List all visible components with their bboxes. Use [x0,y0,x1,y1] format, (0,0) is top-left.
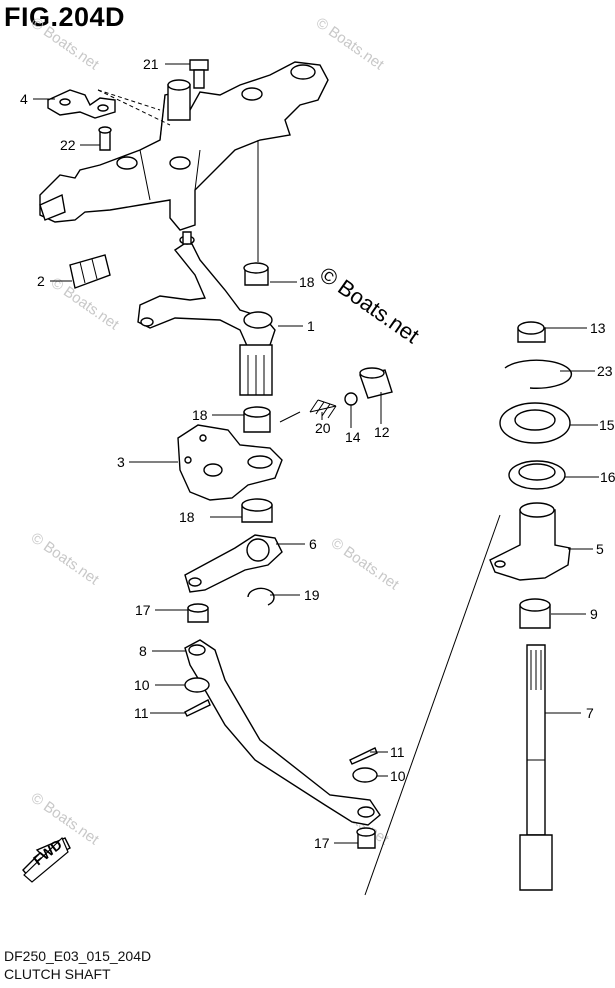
spring-20 [309,399,337,419]
callout-11-lower: 11 [390,744,405,760]
cotter-pin-11-lower [349,747,378,765]
callout-21: 21 [143,56,159,72]
washer-17-lower [356,827,376,849]
callout-3: 3 [117,454,125,470]
washer-10-upper [184,677,210,693]
callout-17-upper: 17 [135,602,151,618]
callout-6: 6 [309,536,317,552]
callout-4: 4 [20,91,28,107]
upper-bracket [39,61,329,231]
clutch-arm-1 [137,231,276,396]
bolt-21 [189,59,209,89]
callout-12: 12 [374,424,390,440]
callout-23: 23 [597,363,613,379]
seal-16 [508,460,566,490]
washer-17-upper [187,603,209,623]
watermark-5: © Boats.net [328,534,403,593]
spring-guide [279,411,301,423]
callout-18-mid: 18 [192,407,208,423]
callout-1: 1 [307,318,315,334]
clamp-4 [47,89,116,119]
callout-8: 8 [139,643,147,659]
callout-10-lower: 10 [390,768,406,784]
callout-18-top: 18 [299,274,315,290]
sleeve-12 [359,367,393,399]
callout-14: 14 [345,429,361,445]
watermark-2: © Boats.net [313,14,388,73]
callout-15: 15 [599,417,615,433]
callout-17-lower: 17 [314,835,330,851]
watermark-4: © Boats.net [28,529,103,588]
leader-lines [33,63,599,844]
callout-13: 13 [590,320,606,336]
watermark-main: © Boats.net [315,262,424,349]
dashed-guide [97,89,171,126]
callout-labels: 21 4 22 2 18 1 13 23 15 16 18 20 14 12 3… [20,56,615,851]
callout-11-upper: 11 [134,705,149,721]
ball-14 [344,392,358,406]
plug-13 [517,321,546,343]
callout-5: 5 [596,541,604,557]
bushing-18-mid [243,406,271,433]
callout-7: 7 [586,705,594,721]
callout-2: 2 [37,273,45,289]
clip-19 [247,587,275,606]
bearing-15 [499,402,571,444]
callout-10-upper: 10 [134,677,150,693]
washer-10-lower [352,767,378,783]
lever-6 [184,534,283,593]
bushing-9 [519,598,551,629]
drawing-code: DF250_E03_015_204D [4,948,152,964]
callout-18-lower: 18 [179,509,195,525]
cotter-pin-11-upper [184,699,211,717]
bushing-18-lower [241,498,273,523]
reference-line [364,514,501,896]
circlip-23 [504,359,573,389]
callout-22: 22 [60,137,76,153]
watermark-1: © Boats.net [28,14,103,73]
callout-20: 20 [315,420,331,436]
housing-5 [489,502,571,581]
figure-caption: CLUTCH SHAFT [4,966,111,982]
rod-8 [184,639,381,826]
callout-9: 9 [590,606,598,622]
callout-16: 16 [600,469,615,485]
clutch-shaft-7 [519,644,553,891]
bushing-18-top [243,262,269,286]
housing-3 [177,424,283,501]
bolt-22 [98,126,112,151]
clip-2 [69,254,111,289]
figure-title: FIG.204D [4,2,126,32]
fwd-arrow-icon: FWD [22,836,71,883]
callout-19: 19 [304,587,320,603]
